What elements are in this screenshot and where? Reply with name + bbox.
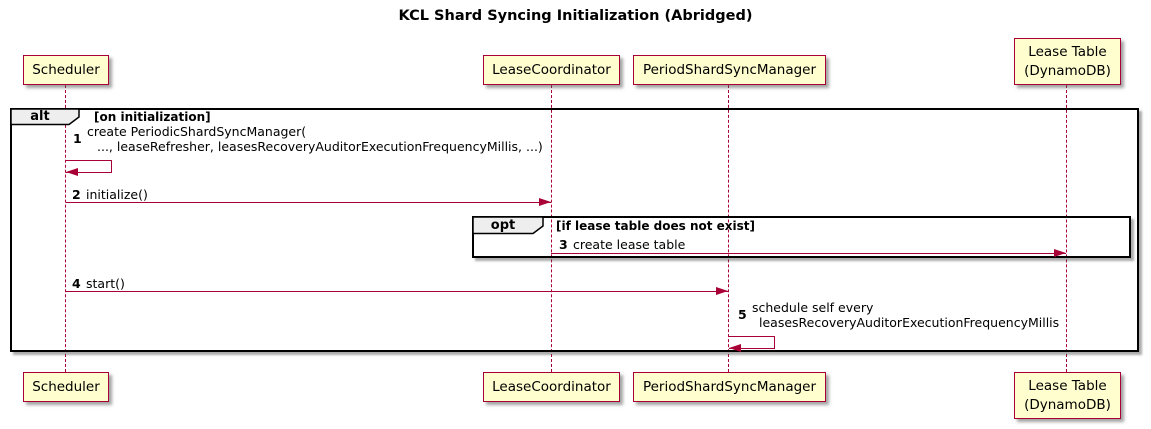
message-4-text: start() [86, 276, 125, 291]
alt-frame-condition: [on initialization] [94, 110, 211, 124]
opt-frame [472, 216, 1131, 258]
participant-lease-table-bottom-label-line1: Lease Table [1028, 377, 1107, 394]
participant-scheduler-top-label: Scheduler [32, 61, 100, 78]
opt-frame-pentagon [473, 217, 544, 235]
participant-scheduler-bottom-label: Scheduler [32, 378, 100, 395]
message-3-arrow [551, 253, 1066, 254]
lifeline-scheduler [65, 85, 66, 372]
diagram-title: KCL Shard Syncing Initialization (Abridg… [398, 8, 753, 24]
message-5-text-line2: leasesRecoveryAuditorExecutionFrequencyM… [759, 315, 1060, 330]
participant-lease-coordinator-bottom-label: LeaseCoordinator [492, 378, 611, 395]
alt-frame [10, 108, 1139, 352]
participant-lease-coordinator-top-label: LeaseCoordinator [492, 61, 611, 78]
message-2-arrow [66, 202, 551, 203]
message-1-arrowhead [66, 168, 78, 176]
participant-lease-coordinator-bottom: LeaseCoordinator [483, 372, 620, 402]
message-3-number: 3 [559, 237, 568, 252]
participant-lease-table-bottom-label-line2: (DynamoDB) [1024, 396, 1111, 413]
participant-scheduler-bottom: Scheduler [23, 372, 109, 402]
message-4-number: 4 [72, 276, 81, 291]
message-5-arrowhead [729, 344, 741, 352]
message-1-number: 1 [73, 131, 82, 146]
message-5-text-line1: schedule self every [752, 300, 874, 315]
message-3-arrowhead [1054, 249, 1066, 257]
lifeline-lease-coordinator [551, 85, 552, 372]
participant-lease-table-top-label-line2: (DynamoDB) [1024, 62, 1111, 79]
alt-frame-pentagon [11, 109, 80, 126]
participant-lease-table-bottom: Lease Table (DynamoDB) [1014, 372, 1121, 419]
message-5-number: 5 [738, 307, 747, 322]
message-4-arrow [66, 291, 728, 292]
participant-period-shard-sync-manager-bottom-label: PeriodShardSyncManager [642, 378, 817, 395]
message-2-text: initialize() [86, 187, 148, 202]
message-5-self-arrow [729, 336, 775, 349]
participant-period-shard-sync-manager-bottom: PeriodShardSyncManager [633, 372, 826, 402]
participant-lease-table-top-label-line1: Lease Table [1028, 43, 1107, 60]
participant-period-shard-sync-manager-top: PeriodShardSyncManager [633, 55, 826, 85]
participant-lease-table-top: Lease Table (DynamoDB) [1014, 38, 1121, 85]
participant-period-shard-sync-manager-top-label: PeriodShardSyncManager [642, 61, 817, 78]
message-1-self-arrow [66, 160, 112, 173]
message-3-text: create lease table [573, 237, 686, 252]
opt-frame-keyword: opt [490, 218, 516, 233]
message-2-number: 2 [72, 187, 81, 202]
message-2-arrowhead [539, 198, 551, 206]
alt-frame-keyword: alt [30, 109, 50, 124]
message-1-text-line2: ..., leaseRefresher, leasesRecoveryAudit… [97, 139, 543, 154]
participant-lease-coordinator-top: LeaseCoordinator [483, 55, 620, 85]
participant-scheduler-top: Scheduler [23, 55, 109, 85]
message-1-text-line1: create PeriodicShardSyncManager( [87, 124, 307, 139]
lifeline-period-shard-sync-manager [728, 85, 729, 372]
lifeline-lease-table [1066, 85, 1067, 372]
opt-frame-condition: [if lease table does not exist] [556, 219, 756, 233]
message-4-arrowhead [716, 287, 728, 295]
